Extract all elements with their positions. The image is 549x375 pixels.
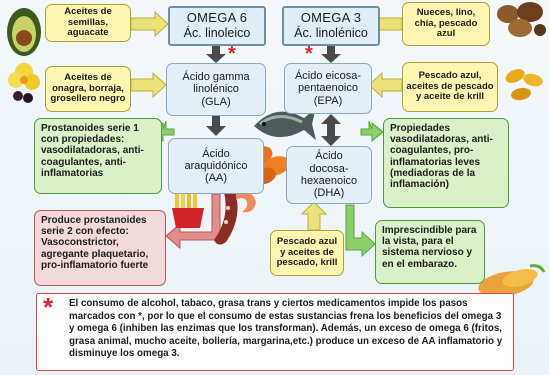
acid-dha: Ácido docosa- hexaenoico (DHA): [286, 146, 372, 204]
arrow-omega6-to-gla: [206, 46, 226, 63]
acid-aa: Ácido araquidónico (AA): [168, 138, 264, 194]
sausage-icon: [214, 187, 238, 245]
epa-line-1: Ácido eicosa-: [294, 70, 362, 83]
gla-line-3: (GLA): [201, 95, 231, 108]
dha-line-4: (DHA): [313, 187, 345, 200]
effect-prostanoides-serie1: Prostanoides serie 1 con propiedades: va…: [34, 118, 162, 194]
source-nuts-flax-text: Nueces, lino, chía, pescado azul: [414, 7, 478, 40]
aa-line-2: araquidónico: [184, 159, 248, 172]
arrow-dha-to-imprescindible: [345, 204, 376, 258]
acid-epa: Ácido eicosa- pentaenoico (EPA): [284, 63, 372, 114]
dha-line-1: Ácido: [315, 150, 343, 163]
arrow-omega3-to-epa: [321, 46, 341, 63]
effect-propiedades: Propiedades vasodilatadoras, anti-coagul…: [383, 118, 509, 208]
omega3-box: OMEGA 3 Ác. linolénico: [282, 6, 380, 46]
omega6-subtitle: Ác. linoleico: [183, 25, 251, 40]
warning-note: * El consumo de alcohol, tabaco, grasa t…: [36, 293, 514, 371]
arrow-epa-to-propiedades: [360, 120, 384, 143]
gla-line-1: Ácido gamma: [182, 71, 250, 84]
aa-line-3: (AA): [205, 172, 227, 185]
gla-line-2: linolénico: [193, 83, 239, 96]
source-fish-oils-text: Pescado azul, aceites de pescado y aceit…: [406, 70, 494, 103]
arrow-fishoils-to-epa: [368, 71, 403, 99]
dha-line-3: hexaenoico: [300, 175, 358, 187]
source-onagra-text: Aceites de onagra, borraja, grosellero n…: [50, 72, 126, 105]
source-nuts-flax: Nueces, lino, chía, pescado azul: [402, 2, 490, 46]
fish-icon: [254, 108, 316, 140]
source-onagra: Aceites de onagra, borraja, grosellero n…: [45, 66, 131, 112]
effect-imprescindible: Imprescindible para la vista, para el si…: [375, 220, 485, 284]
arrow-gla-to-aa: [206, 116, 226, 136]
omega3-subtitle: Ác. linolénico: [294, 25, 368, 40]
vegetables-icon: [478, 264, 546, 297]
epa-line-2: pentaenoico: [298, 82, 358, 95]
onagra-flower-icon: [8, 63, 40, 103]
effect-prostanoides-serie2: Produce prostanoides serie 2 con efecto:…: [34, 210, 166, 286]
propiedades-text: Propiedades vasodilatadoras, anti-coagul…: [390, 123, 493, 190]
star-omega3-step: *: [305, 43, 313, 65]
source-fish-krill-text: Pescado azul y aceites de pescado, krill: [276, 236, 338, 269]
omega6-box: OMEGA 6 Ác. linoleico: [168, 6, 266, 46]
note-star-icon: *: [43, 292, 54, 322]
acid-gla: Ácido gamma linolénico (GLA): [166, 63, 266, 116]
source-seeds-avocado-text: Aceites de semillas, aguacate: [64, 6, 112, 39]
source-seeds-avocado: Aceites de semillas, aguacate: [45, 4, 131, 42]
imprescindible-text: Imprescindible para la vista, para el si…: [382, 225, 477, 270]
warning-note-text: El consumo de alcohol, tabaco, grasa tra…: [69, 298, 503, 360]
aa-line-1: Ácido: [202, 147, 230, 160]
prostanoides1-text: Prostanoides serie 1 con propiedades: va…: [41, 123, 144, 179]
epa-line-3: (EPA): [313, 94, 343, 107]
arrow-fishkrill-to-dha: [300, 201, 328, 231]
arrow-onagra-to-gla: [130, 71, 167, 99]
omega6-title: OMEGA 6: [186, 10, 248, 25]
source-fish-krill: Pescado azul y aceites de pescado, krill: [270, 230, 344, 276]
dha-line-2: docosa-: [309, 162, 349, 175]
shrimp-icon: [236, 192, 256, 213]
arrow-epa-dha-double: [321, 114, 341, 146]
arrow-seeds-to-omega6: [130, 10, 169, 38]
french-fries-icon: [172, 188, 204, 228]
omega3-title: OMEGA 3: [300, 10, 362, 25]
nuts-icon: [497, 2, 546, 37]
avocado-icon: [7, 8, 41, 56]
prostanoides2-text: Produce prostanoides serie 2 con efecto:…: [41, 215, 149, 271]
fish-oil-capsules-icon: [505, 69, 543, 101]
arrow-aa-to-prostanoides2: [165, 193, 221, 250]
source-fish-oils: Pescado azul, aceites de pescado y aceit…: [402, 62, 498, 112]
star-omega6-step: *: [228, 43, 236, 65]
